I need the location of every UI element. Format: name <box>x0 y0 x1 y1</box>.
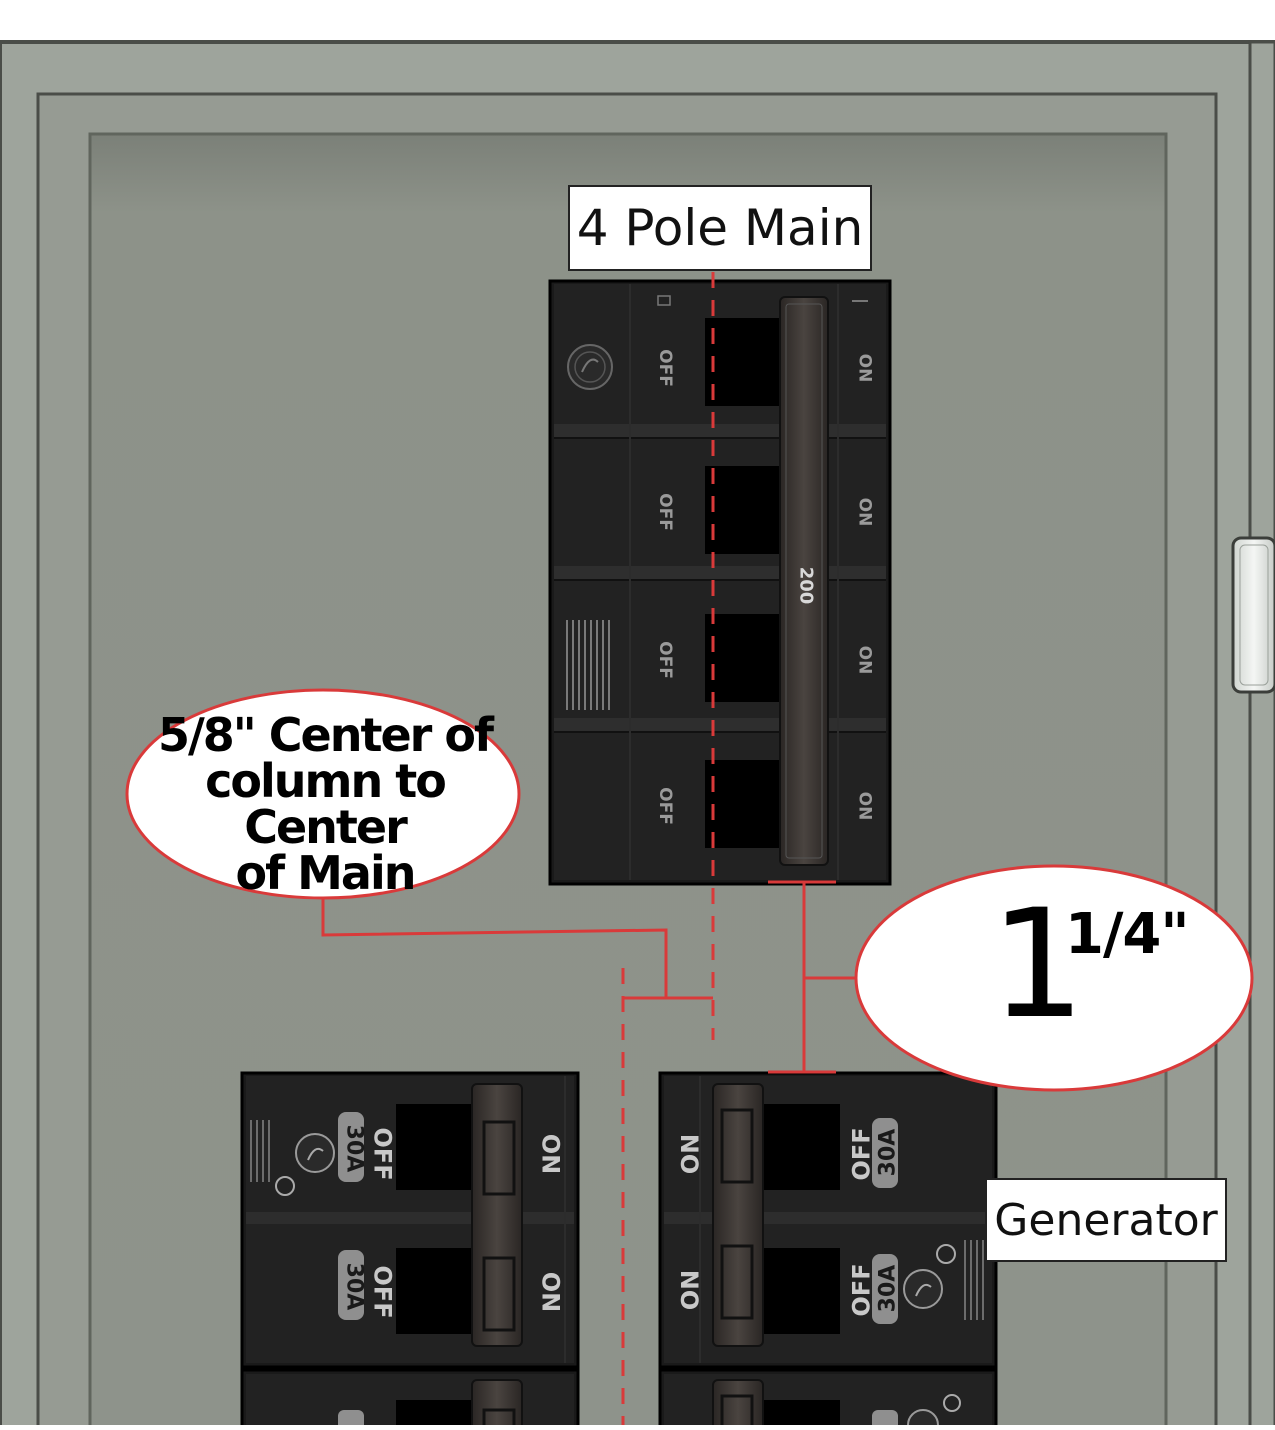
main-on-text-4: ON <box>854 791 875 821</box>
breaker-right-1-handle[interactable] <box>712 1083 764 1347</box>
offset-callout-line-2: column to Center <box>205 754 447 854</box>
main-on-text-1: ON <box>854 353 875 383</box>
main-breaker <box>548 279 892 886</box>
spacing-callout-fraction: 1/4" <box>1065 902 1190 967</box>
offset-callout-bubble <box>125 688 521 900</box>
main-off-text-4: OFF <box>654 787 675 825</box>
generator-label: Generator <box>985 1178 1227 1262</box>
left-amps-text-1: 30A <box>341 1124 367 1173</box>
left-on-text-2: ON <box>536 1271 565 1313</box>
ge-logo-icon <box>567 344 613 390</box>
hinge-strip <box>1248 40 1275 1430</box>
right-amps-text-2: 30A <box>875 1264 901 1313</box>
main-fine-print <box>566 620 610 710</box>
main-off-text-3: OFF <box>654 641 675 679</box>
left-amps-text-2: 30A <box>341 1262 367 1311</box>
left-off-text-2: OFF <box>368 1265 397 1319</box>
main-rating-label: 200 <box>795 566 817 605</box>
door-latch[interactable] <box>1231 536 1275 694</box>
ul-mark-icon <box>936 1244 956 1264</box>
main-on-text-2: ON <box>854 497 875 527</box>
right-off-text-2: OFF <box>847 1263 876 1317</box>
main-off-text-1: OFF <box>654 349 675 387</box>
spacing-callout-whole: 1 <box>990 878 1086 1052</box>
spacing-callout-bubble <box>854 864 1254 1092</box>
breaker-left-1-handle[interactable] <box>471 1083 523 1347</box>
breaker-right-2 <box>658 1368 998 1430</box>
offset-callout-line-1: 5/8" Center of <box>157 708 494 762</box>
spacing-dimension <box>768 880 860 1074</box>
offset-callout-line-3: of Main <box>235 846 417 900</box>
left-on-text-1: ON <box>536 1133 565 1175</box>
breaker-left-2 <box>240 1368 580 1430</box>
ge-logo-icon <box>295 1133 335 1173</box>
main-handle[interactable] <box>779 296 829 866</box>
main-off-text-2: OFF <box>654 493 675 531</box>
right-on-text-1: ON <box>676 1133 705 1175</box>
offset-callout-text: 5/8" Center of column to Center of Main <box>135 712 515 896</box>
main-breaker-label: 4 Pole Main <box>568 185 872 271</box>
right-on-text-2: ON <box>676 1269 705 1311</box>
left-off-text-1: OFF <box>368 1127 397 1181</box>
offset-dimension <box>321 897 713 1000</box>
ul-mark-icon <box>275 1176 295 1196</box>
breaker-right-1 <box>658 1071 998 1369</box>
right-off-text-1: OFF <box>847 1127 876 1181</box>
ge-logo-icon <box>903 1269 943 1309</box>
main-on-text-3: ON <box>854 645 875 675</box>
right-amps-text-1: 30A <box>875 1128 901 1177</box>
breaker-left-1 <box>240 1071 580 1369</box>
